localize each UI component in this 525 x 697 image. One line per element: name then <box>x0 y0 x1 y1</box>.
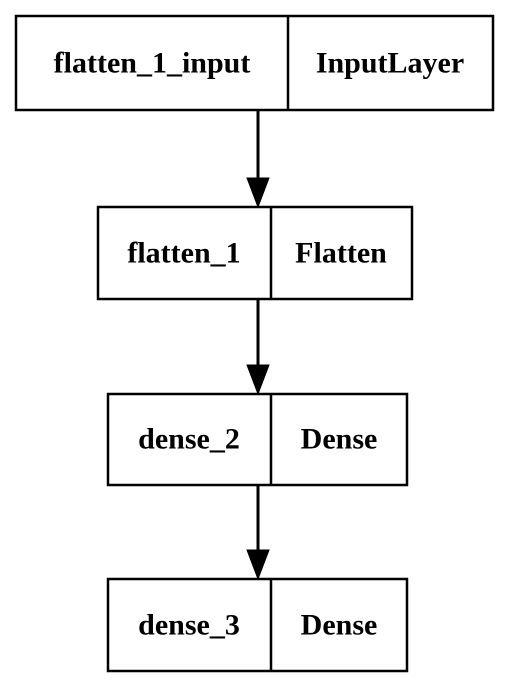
arrowhead-icon <box>246 364 270 396</box>
node-dense-3: dense_3 Dense <box>106 577 409 673</box>
node-box <box>96 205 414 301</box>
node-type: Dense <box>301 609 378 642</box>
node-box <box>106 392 409 487</box>
edge-dense-2-to-dense-3 <box>246 485 270 581</box>
node-box <box>106 577 409 673</box>
node-flatten-1-input: flatten_1_input InputLayer <box>14 14 495 112</box>
edge-flatten-1-input-to-flatten-1 <box>246 110 270 209</box>
node-name: dense_2 <box>138 423 240 456</box>
node-box <box>14 14 495 112</box>
node-type: Dense <box>301 423 378 456</box>
node-name: dense_3 <box>138 609 240 642</box>
edge-flatten-1-to-dense-2 <box>246 299 270 396</box>
node-name: flatten_1 <box>127 237 240 270</box>
node-type: InputLayer <box>316 47 464 80</box>
node-flatten-1: flatten_1 Flatten <box>96 205 414 301</box>
node-dense-2: dense_2 Dense <box>106 392 409 487</box>
arrowhead-icon <box>246 177 270 209</box>
arrowhead-icon <box>246 549 270 581</box>
node-type: Flatten <box>295 237 387 270</box>
node-name: flatten_1_input <box>54 47 251 80</box>
